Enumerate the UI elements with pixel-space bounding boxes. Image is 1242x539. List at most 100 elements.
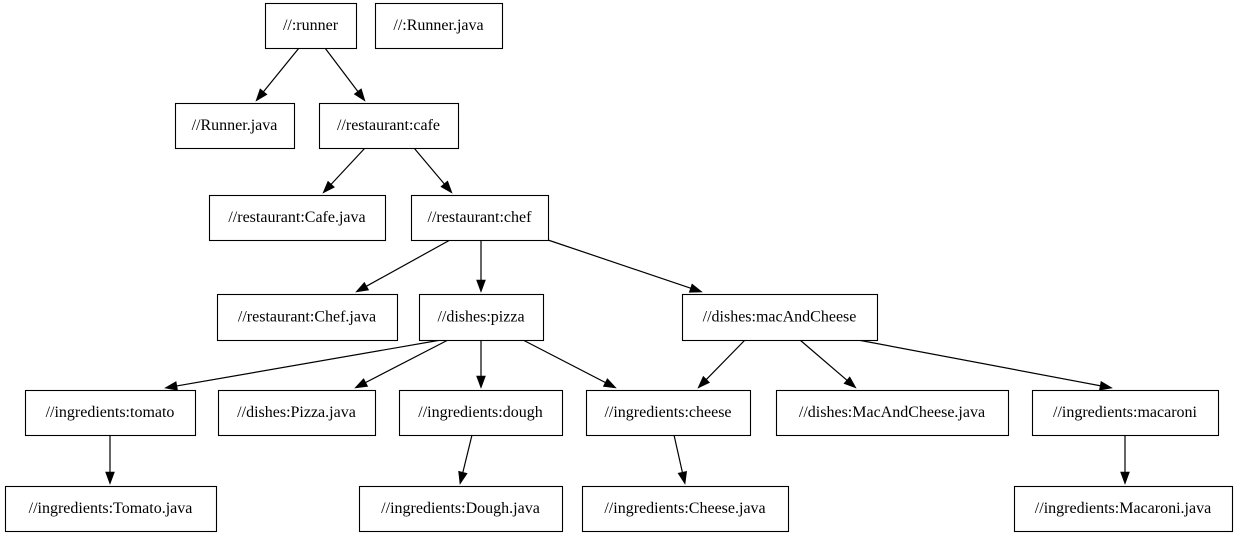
node-label: //dishes:MacAndCheese.java [799, 404, 985, 421]
node-label: //:Runner.java [393, 17, 483, 34]
graph-node-cafe_java[interactable]: //restaurant:Cafe.java [208, 194, 387, 242]
node-box[interactable] [681, 293, 879, 342]
graph-node-ing_macaroni[interactable]: //ingredients:macaroni [1031, 389, 1220, 437]
graph-node-runner_java[interactable]: //Runner.java [174, 102, 296, 150]
edge-line [366, 239, 451, 287]
graph-node-runner_java_root[interactable]: //:Runner.java [374, 2, 504, 50]
edge-line [365, 339, 449, 384]
graph-edge [105, 435, 115, 485]
node-box[interactable] [264, 2, 358, 50]
edge-arrowhead-icon [688, 283, 703, 293]
graph-node-restaurant_chef[interactable]: //restaurant:chef [410, 194, 550, 242]
node-label: //ingredients:macaroni [1053, 404, 1198, 421]
graph-node-macaroni_java[interactable]: //ingredients:Macaroni.java [1013, 485, 1234, 533]
edge-arrowhead-icon [476, 279, 486, 293]
node-box[interactable] [1013, 485, 1234, 533]
edge-arrowhead-icon [440, 180, 453, 194]
graph-edge [458, 434, 473, 485]
graph-edge [476, 240, 486, 293]
graph-node-tomato_java[interactable]: //ingredients:Tomato.java [4, 485, 218, 533]
edge-arrowhead-icon [697, 375, 711, 389]
edge-line [522, 339, 606, 384]
node-label: //ingredients:Tomato.java [29, 500, 193, 517]
graph-edge [354, 339, 449, 389]
edge-line [857, 339, 1101, 387]
node-label: //Runner.java [192, 117, 278, 134]
edge-arrowhead-icon [1099, 380, 1113, 391]
node-label: //dishes:Pizza.java [237, 404, 356, 421]
edge-line [673, 434, 683, 473]
graph-node-ing_cheese[interactable]: //ingredients:cheese [585, 389, 752, 437]
node-label: //restaurant:Cafe.java [228, 209, 365, 226]
edge-line [462, 434, 473, 473]
graph-node-dough_java[interactable]: //ingredients:Dough.java [358, 485, 564, 533]
node-label: //restaurant:chef [428, 209, 533, 226]
edge-arrowhead-icon [355, 281, 370, 293]
node-label: //ingredients:cheese [604, 404, 731, 421]
node-box[interactable] [318, 102, 460, 150]
edge-arrowhead-icon [255, 88, 268, 102]
edge-line [324, 47, 359, 92]
edge-line [176, 339, 442, 387]
graph-edge [547, 239, 703, 293]
edge-arrowhead-icon [476, 375, 486, 389]
node-label: //ingredients:tomato [46, 404, 175, 421]
node-box[interactable] [216, 293, 399, 342]
node-box[interactable] [217, 389, 377, 437]
edge-arrowhead-icon [105, 471, 115, 485]
graph-node-pizza_java[interactable]: //dishes:Pizza.java [217, 389, 377, 437]
node-box[interactable] [358, 485, 564, 533]
edges-layer [105, 47, 1130, 485]
graph-node-dishes_pizza[interactable]: //dishes:pizza [418, 293, 545, 342]
graph-edge [164, 339, 442, 391]
edge-arrowhead-icon [354, 378, 369, 389]
edge-line [705, 339, 746, 380]
node-box[interactable] [174, 102, 296, 150]
node-box[interactable] [410, 194, 550, 242]
graph-node-runner[interactable]: //:runner [264, 2, 358, 50]
node-label: //dishes:pizza [437, 309, 524, 326]
graph-edge [1120, 435, 1130, 485]
node-label: //dishes:macAndCheese [703, 309, 857, 326]
edge-line [799, 339, 848, 381]
edge-line [413, 147, 445, 185]
edge-line [263, 47, 300, 93]
node-box[interactable] [581, 485, 790, 533]
node-label: //restaurant:Chef.java [238, 309, 376, 326]
graph-node-mac_java[interactable]: //dishes:MacAndCheese.java [775, 389, 1010, 437]
node-box[interactable] [775, 389, 1010, 437]
graph-edge [857, 339, 1113, 391]
graph-edge [522, 339, 617, 389]
edge-line [547, 239, 691, 289]
graph-edge [355, 239, 451, 293]
graph-node-cheese_java[interactable]: //ingredients:Cheese.java [581, 485, 790, 533]
edge-arrowhead-icon [458, 470, 468, 485]
graph-node-ing_dough[interactable]: //ingredients:dough [398, 389, 564, 437]
node-box[interactable] [585, 389, 752, 437]
graph-node-restaurant_cafe[interactable]: //restaurant:cafe [318, 102, 460, 150]
graph-node-dishes_mac[interactable]: //dishes:macAndCheese [681, 293, 879, 342]
graph-edge [799, 339, 857, 389]
node-label: //ingredients:Cheese.java [604, 500, 765, 517]
edge-arrowhead-icon [353, 88, 366, 102]
node-box[interactable] [374, 2, 504, 50]
node-box[interactable] [1031, 389, 1220, 437]
graph-node-chef_java[interactable]: //restaurant:Chef.java [216, 293, 399, 342]
graph-edge [476, 340, 486, 389]
node-box[interactable] [208, 194, 387, 242]
graph-edge [255, 47, 300, 102]
node-box[interactable] [24, 389, 197, 437]
node-box[interactable] [4, 485, 218, 533]
edge-arrowhead-icon [843, 376, 857, 389]
node-label: //:runner [283, 17, 339, 34]
graph-node-ing_tomato[interactable]: //ingredients:tomato [24, 389, 197, 437]
node-box[interactable] [398, 389, 564, 437]
graph-edge [324, 47, 366, 102]
node-box[interactable] [418, 293, 545, 342]
edge-line [330, 147, 366, 185]
node-label: //ingredients:Macaroni.java [1035, 500, 1211, 517]
edge-arrowhead-icon [1120, 471, 1130, 485]
node-label: //ingredients:dough [418, 404, 542, 421]
